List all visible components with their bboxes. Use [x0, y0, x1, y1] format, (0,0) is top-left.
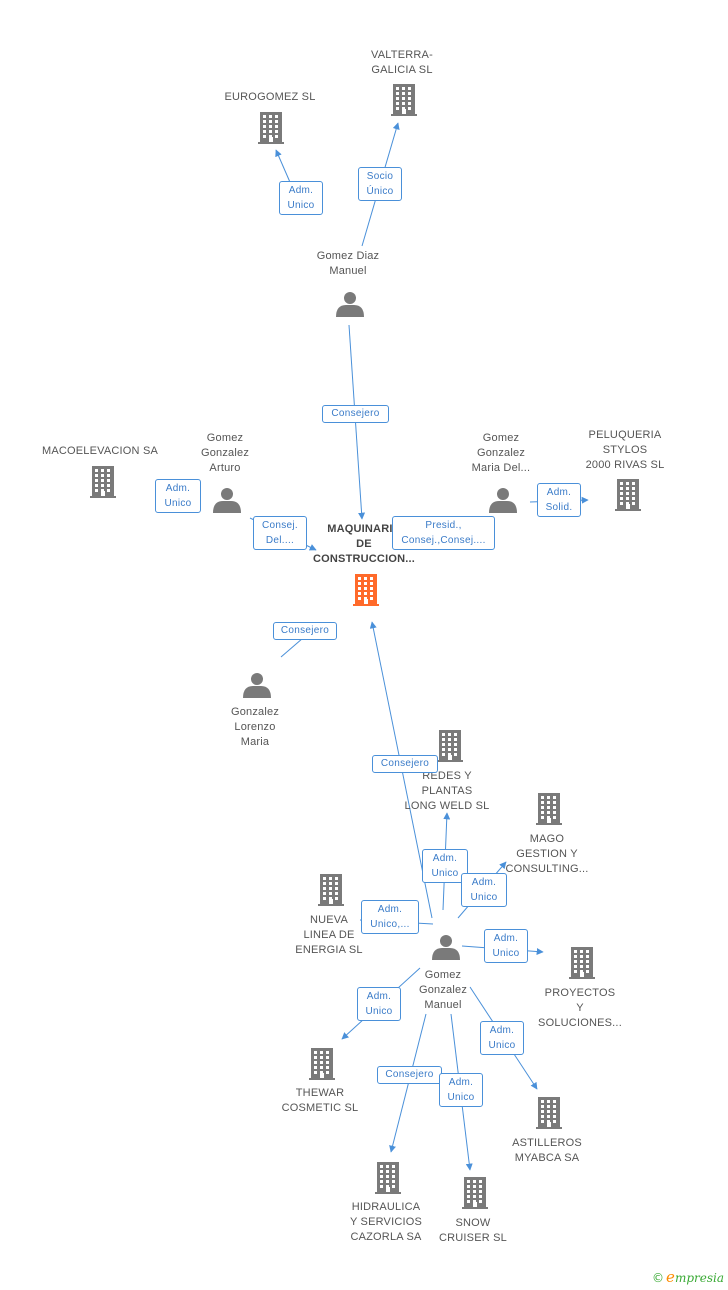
edge-label-e15[interactable]: Adm. Unico [480, 1021, 524, 1055]
node-label-gomez-arturo[interactable]: Gomez Gonzalez Arturo [200, 432, 250, 474]
node-label-nueva[interactable]: NUEVA LINEA DE ENERGIA SL [295, 914, 363, 956]
edge-label-e8[interactable]: Consejero [273, 622, 337, 640]
copyright-symbol: © [652, 1271, 665, 1285]
edge-label-e14[interactable]: Adm. Unico [357, 987, 401, 1021]
building-icon [318, 874, 344, 906]
building-icon [391, 84, 417, 116]
building-icon [309, 1048, 335, 1080]
node-label-redes[interactable]: REDES Y PLANTAS LONG WELD SL [404, 770, 490, 812]
building-icon [437, 730, 463, 762]
edge-label-e12[interactable]: Adm. Unico,... [361, 900, 419, 934]
person-icon [489, 488, 517, 513]
edge-label-e7[interactable]: Adm. Solid. [537, 483, 581, 517]
node-label-center[interactable]: MAQUINARIA DE CONSTRUCCION... [313, 523, 415, 565]
node-label-snow[interactable]: SNOW CRUISER SL [438, 1217, 508, 1244]
person-icon [213, 488, 241, 513]
building-icon [615, 479, 641, 511]
building-icon [462, 1177, 488, 1209]
node-label-valterra[interactable]: VALTERRA- GALICIA SL [371, 49, 433, 76]
building-icon [258, 112, 284, 144]
person-icon [432, 935, 460, 960]
building-icon [536, 793, 562, 825]
edge-label-e16[interactable]: Consejero [377, 1066, 442, 1084]
node-label-astilleros[interactable]: ASTILLEROS MYABCA SA [512, 1137, 582, 1164]
edge-label-e13[interactable]: Adm. Unico [484, 929, 528, 963]
brand-initial: e [666, 1268, 675, 1286]
edge-label-e1[interactable]: Adm. Unico [279, 181, 323, 215]
node-label-gomez-maria[interactable]: Gomez Gonzalez Maria Del... [471, 432, 531, 474]
node-label-macoelevacion[interactable]: MACOELEVACION SA [41, 445, 159, 457]
brand-name: mpresia [674, 1271, 724, 1285]
empresia-logo: ©empresia [652, 1268, 724, 1286]
edge-label-e3[interactable]: Consejero [322, 405, 389, 423]
building-icon [569, 947, 595, 979]
building-icon [90, 466, 116, 498]
building-icon [375, 1162, 401, 1194]
edge-label-e11[interactable]: Adm. Unico [461, 873, 507, 907]
edge-label-e5[interactable]: Consej. Del.... [253, 516, 307, 550]
node-label-thewar[interactable]: THEWAR COSMETIC SL [281, 1087, 359, 1114]
edge-label-e17[interactable]: Adm. Unico [439, 1073, 483, 1107]
edge-label-e4[interactable]: Adm. Unico [155, 479, 201, 513]
building-icon [536, 1097, 562, 1129]
person-icon [336, 292, 364, 317]
person-icon [243, 673, 271, 698]
node-label-gomez-manuel[interactable]: Gomez Gonzalez Manuel [418, 969, 468, 1011]
node-label-mago[interactable]: MAGO GESTION Y CONSULTING... [505, 833, 589, 875]
node-label-gonzalez-lorenzo[interactable]: Gonzalez Lorenzo Maria [230, 706, 280, 748]
center-building-icon [353, 574, 379, 606]
edge-label-e9[interactable]: Consejero [372, 755, 438, 773]
edge-label-e2[interactable]: Socio Único [358, 167, 402, 201]
node-label-peluqueria[interactable]: PELUQUERIA STYLOS 2000 RIVAS SL [585, 429, 665, 471]
node-label-eurogomez[interactable]: EUROGOMEZ SL [224, 91, 316, 103]
edge-label-e10[interactable]: Adm. Unico [422, 849, 468, 883]
node-label-proyectos[interactable]: PROYECTOS Y SOLUCIONES... [538, 987, 622, 1029]
node-label-hidraulica[interactable]: HIDRAULICA Y SERVICIOS CAZORLA SA [349, 1201, 423, 1243]
edge-label-e6[interactable]: Presid., Consej.,Consej.... [392, 516, 495, 550]
node-label-gomez-diaz[interactable]: Gomez Diaz Manuel [316, 250, 380, 277]
